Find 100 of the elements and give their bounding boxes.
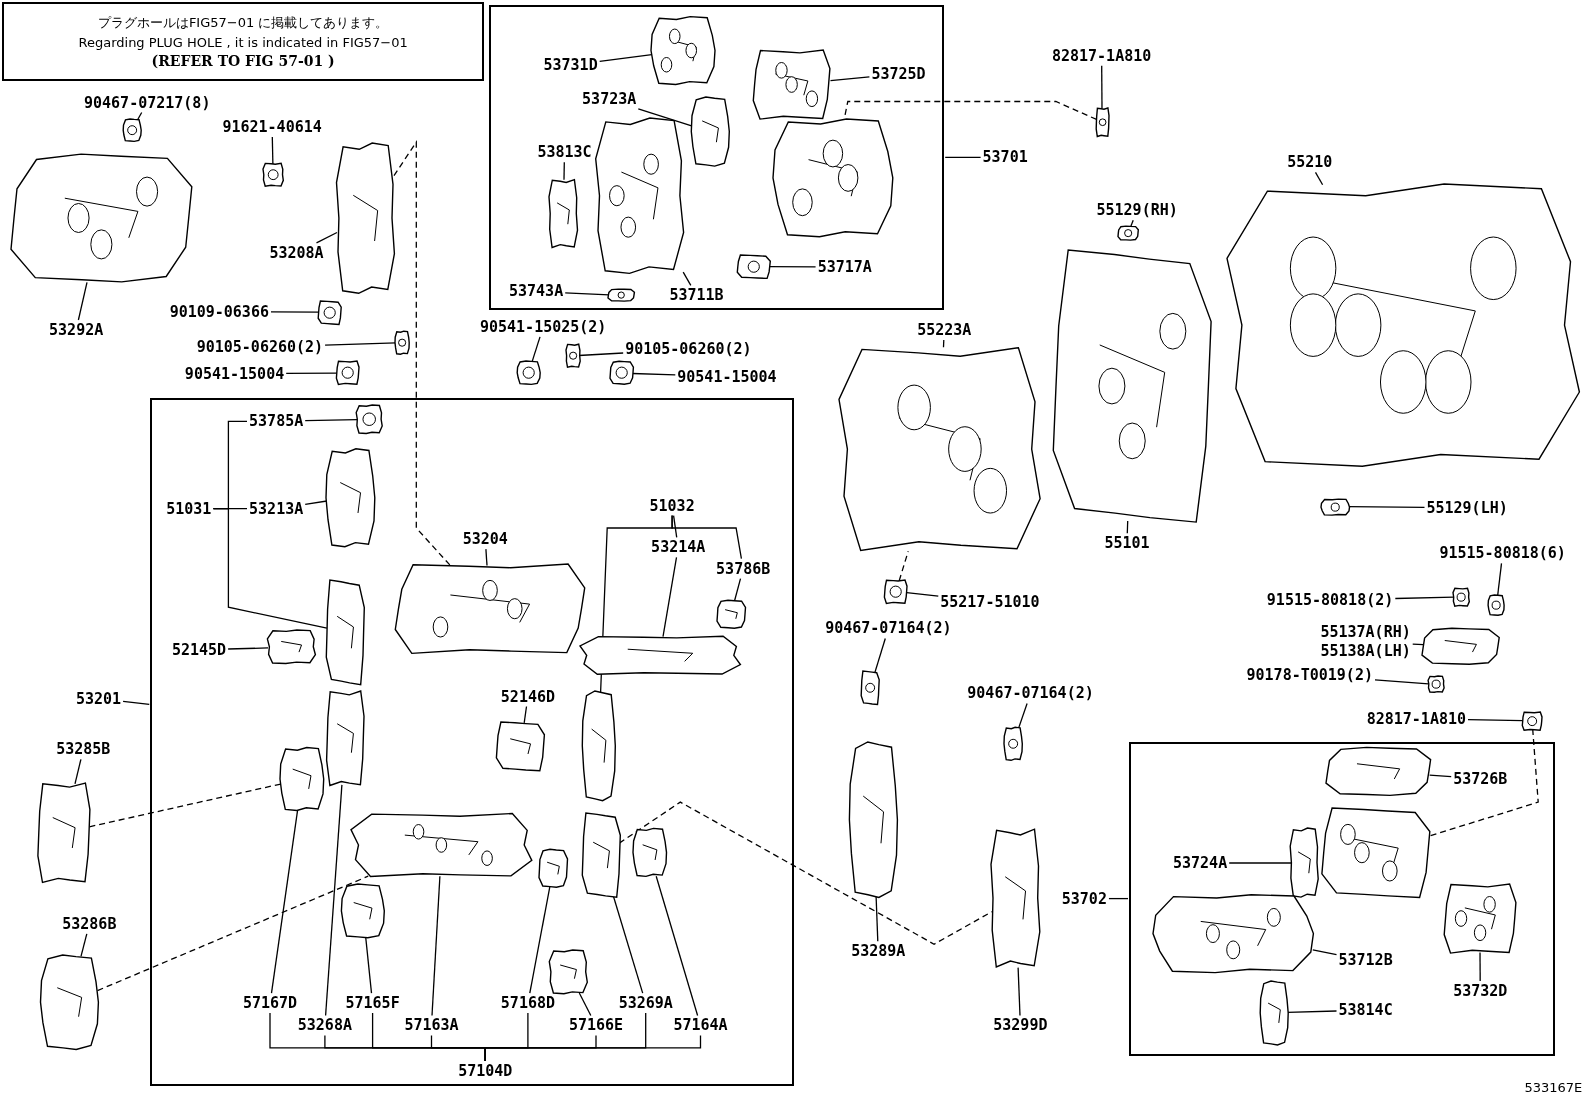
part-drawing [324, 446, 376, 549]
part-drawing [1258, 979, 1290, 1046]
part-drawing [989, 827, 1041, 970]
part-drawing [607, 288, 636, 303]
part-drawing [335, 142, 396, 295]
part-drawing [1319, 497, 1351, 516]
leader-line [672, 514, 678, 538]
leader-line [655, 875, 699, 1017]
leader-line [304, 418, 358, 422]
part-drawing [1289, 827, 1320, 899]
leader-line [944, 156, 982, 159]
leader-line [1126, 520, 1129, 534]
part-drawing [515, 360, 542, 386]
part-drawing [631, 827, 668, 879]
part-number: 90178-T0019(2) [1245, 666, 1374, 685]
part-drawing [751, 48, 833, 120]
part-drawing [1050, 248, 1214, 523]
leader-line [227, 647, 269, 650]
part-drawing [35, 781, 92, 884]
part-drawing [1152, 893, 1315, 975]
part-drawing [38, 954, 100, 1051]
leader-line [1479, 951, 1481, 982]
leader-line [1374, 679, 1430, 685]
leader-line [1018, 702, 1028, 729]
part-drawing [1094, 106, 1110, 138]
part-drawing [1003, 725, 1024, 762]
leader-line [1017, 966, 1021, 1017]
leader-line [1496, 562, 1503, 597]
part-drawing [261, 162, 285, 188]
part-drawing [324, 690, 366, 787]
group-frame [489, 5, 945, 310]
leader-line [271, 136, 274, 166]
leader-line [906, 591, 939, 597]
part-drawing [1441, 883, 1518, 955]
leader-line [77, 281, 88, 321]
leader-line [484, 1034, 702, 1062]
part-drawing [1116, 225, 1140, 242]
leader-line [564, 292, 610, 296]
leader-line [270, 809, 299, 994]
leader-line [324, 342, 397, 346]
leader-line [74, 758, 82, 785]
part-drawing [1324, 746, 1432, 797]
leader-line [1428, 774, 1452, 778]
part-drawing [1319, 807, 1432, 899]
leader-line [523, 705, 528, 724]
part-drawing [1421, 627, 1501, 667]
leader-line [315, 231, 338, 244]
part-drawing [121, 117, 143, 143]
group-frame [150, 398, 794, 1087]
part-drawing [324, 578, 366, 686]
part-drawing [10, 152, 193, 285]
part-drawing [578, 634, 742, 676]
part-drawing [355, 404, 384, 435]
leader-line [563, 161, 565, 181]
assembly-line [843, 100, 1098, 121]
part-drawing [609, 360, 635, 386]
leader-line [122, 700, 150, 706]
part-drawing [495, 720, 547, 772]
leader-line [324, 784, 343, 1017]
part-drawing [335, 360, 361, 386]
leader-line [1108, 897, 1129, 900]
leader-line [1314, 171, 1324, 186]
assembly-line [898, 550, 909, 582]
part-drawing [564, 343, 581, 369]
assembly-line [96, 875, 369, 992]
leader-line [829, 76, 871, 82]
note-text: Regarding PLUG HOLE , it is indicated in FIG57−01 [78, 35, 408, 51]
note-text: プラグホールはFIG57−01 に掲載してあります。 [97, 14, 389, 33]
leader-line [875, 895, 879, 942]
part-drawing [340, 883, 386, 940]
leader-line [682, 271, 692, 287]
group-frame [1129, 742, 1556, 1056]
leader-line [80, 933, 88, 958]
leader-line [662, 556, 678, 638]
leader-line [578, 992, 592, 1017]
note-box [2, 2, 485, 82]
part-drawing [690, 96, 731, 168]
leader-line [1312, 949, 1338, 956]
part-drawing [847, 741, 899, 899]
part-drawing [580, 812, 622, 899]
part-drawing [1487, 593, 1506, 617]
leader-line [578, 352, 624, 357]
part-drawing [266, 629, 317, 665]
part-drawing [1426, 675, 1445, 694]
part-drawing [837, 345, 1041, 554]
note-text: (REFER TO FIG 57-01 ) [151, 53, 335, 70]
assembly-line [393, 139, 451, 567]
part-drawing [548, 177, 579, 249]
part-drawing [883, 578, 909, 605]
part-drawing [593, 116, 686, 275]
part-drawing [649, 15, 716, 87]
part-drawing [393, 329, 411, 356]
leader-line [136, 111, 143, 121]
part-drawing [580, 690, 617, 803]
leader-line [1101, 65, 1103, 110]
part-drawing [771, 116, 894, 239]
part-drawing [859, 670, 881, 706]
leader-line [1129, 219, 1134, 229]
leader-line [431, 875, 441, 1017]
part-drawing [1451, 586, 1471, 608]
